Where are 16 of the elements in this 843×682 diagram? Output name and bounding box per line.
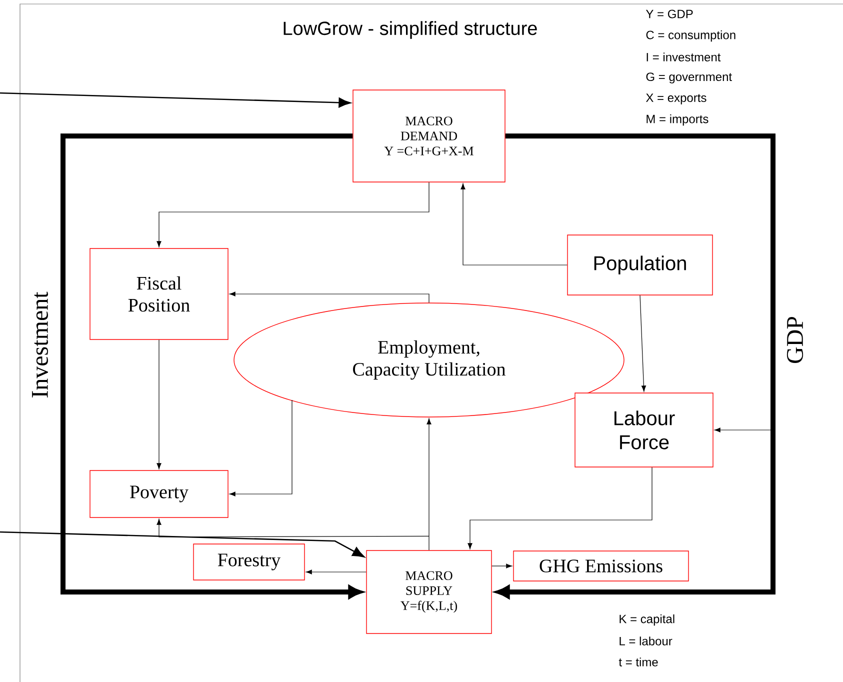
note-text: I = investment [646, 52, 721, 62]
note-text: L = labour [620, 636, 672, 646]
note-text: t = time [618, 658, 658, 666]
note-text: M = imports [646, 114, 708, 126]
note-text: C = consumption [646, 30, 736, 42]
note-text: K = capital [620, 614, 674, 626]
arrow [426, 418, 432, 550]
edge-label: GDP [786, 316, 804, 364]
note-text: X = exports [646, 94, 706, 104]
process-box: MACRO SUPPLY Y=f(K,L,t) [366, 550, 492, 634]
edge-label: Investment [32, 292, 48, 398]
note-text: G = government [646, 72, 732, 84]
title: LowGrow - simplified structure [284, 21, 537, 39]
process-box: MACRO DEMAND Y =C+I+G+X-M [352, 90, 506, 182]
arrow [0, 92, 351, 108]
note-text: Y = GDP [646, 10, 693, 18]
